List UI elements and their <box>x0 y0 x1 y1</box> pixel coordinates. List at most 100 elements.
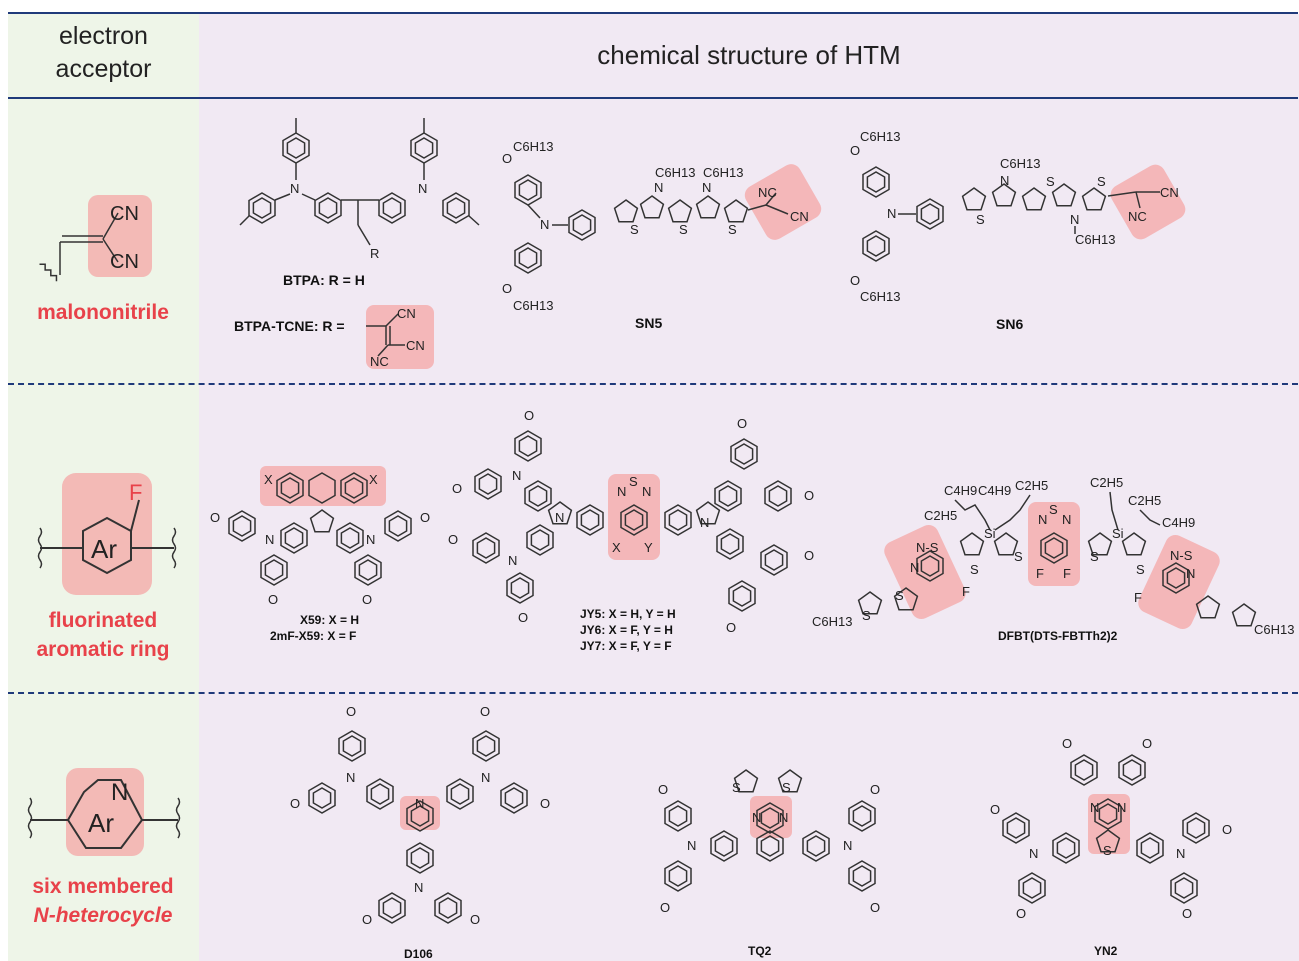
sn6-atom-cn: CN <box>1160 185 1179 200</box>
compound-d106: O N O N N O O N O O D106 <box>290 704 550 961</box>
sn6-atom-n2: N <box>1000 173 1009 188</box>
dfbt-atom-n-s-right: N-S <box>1170 548 1193 563</box>
d106-atom-n1: N <box>346 770 355 785</box>
d106-atom-o6: O <box>470 912 480 927</box>
fluorinated-atom-ar: Ar <box>91 534 117 564</box>
sn5-atom-cn: CN <box>790 209 809 224</box>
jy-atom-o5: O <box>737 416 747 431</box>
dfbt-atom-c6h13-1: C6H13 <box>812 614 852 629</box>
sn6-atom-o2: O <box>850 273 860 288</box>
dfbt-atom-si2: Si <box>1112 526 1124 541</box>
compound-jy: O N O N N O O N S N X Y N <box>448 408 814 653</box>
acceptor-header-line1: electron <box>59 22 148 50</box>
jy-atom-o3: O <box>448 532 458 547</box>
sn5-atom-c6h13-3: C6H13 <box>655 165 695 180</box>
btpa-tcne-nc: NC <box>370 354 389 369</box>
btpa-tcne-cn1: CN <box>397 306 416 321</box>
n-heterocycle-fragment: N Ar <box>27 768 181 856</box>
d106-atom-o3: O <box>480 704 490 719</box>
jy-atom-o4: O <box>518 610 528 625</box>
sn5-atom-c6h13-2: C6H13 <box>513 298 553 313</box>
jy-atom-s: S <box>629 474 638 489</box>
dfbt-atom-s4: S <box>1136 562 1145 577</box>
yn2-atom-n2: N <box>1117 800 1126 815</box>
tq2-atom-n3: N <box>687 838 696 853</box>
btpa-tcne-cn2: CN <box>406 338 425 353</box>
compound-yn2: O O N N S N N O O O O YN2 <box>990 736 1232 958</box>
dfbt-atom-s2: S <box>1014 549 1023 564</box>
dfbt-atom-si1: Si <box>984 526 996 541</box>
yn2-atom-o4: O <box>1016 906 1026 921</box>
dfbt-atom-s3: S <box>1090 549 1099 564</box>
sn6-atom-s3: S <box>1097 174 1106 189</box>
sn6-atom-nc: NC <box>1128 209 1147 224</box>
btpa-tcne-highlight <box>366 305 434 369</box>
dfbt-atom-n-left: N <box>910 560 919 575</box>
x59-atom-o1: O <box>210 510 220 525</box>
dfbt-atom-f3: F <box>962 584 970 599</box>
jy-atom-o6: O <box>804 488 814 503</box>
d106-atom-n2: N <box>481 770 490 785</box>
dfbt-atom-c2h5-2: C2H5 <box>924 508 957 523</box>
sn6-atom-n3: N <box>1070 212 1079 227</box>
x59-atom-o3: O <box>420 510 430 525</box>
acceptor-header: electron acceptor <box>8 20 199 86</box>
tq2-atom-n2: N <box>779 810 788 825</box>
sn6-atom-s2: S <box>1046 174 1055 189</box>
acceptor-label-fluorinated-line1: fluorinated <box>48 609 158 632</box>
sn5-atom-s3: S <box>728 222 737 237</box>
yn2-atom-n3: N <box>1029 846 1038 861</box>
dfbt-atom-c6h13-2: C6H13 <box>1254 622 1294 637</box>
d106-atom-n3: N <box>414 880 423 895</box>
jy-atom-n5: N <box>700 515 709 530</box>
yn2-atom-o5: O <box>1222 822 1232 837</box>
jy-atom-y: Y <box>644 540 653 555</box>
jy-highlight <box>608 474 660 560</box>
x59-atom-x1: X <box>264 472 273 487</box>
malononitrile-highlight <box>88 195 152 277</box>
dfbt-atom-f1: F <box>1036 566 1044 581</box>
jy6-name: JY6: X = F, Y = H <box>580 623 673 637</box>
sn5-atom-o1: O <box>502 151 512 166</box>
dfbt-atom-s-center: S <box>1049 502 1058 517</box>
sn5-highlight <box>744 164 822 240</box>
sn6-atom-c6h13-4: C6H13 <box>1075 232 1115 247</box>
sn6-atom-o1: O <box>850 143 860 158</box>
yn2-atom-o3: O <box>990 802 1000 817</box>
compound-tq2: S S N N N N O O O O TQ2 <box>658 769 880 958</box>
jy5-name: JY5: X = H, Y = H <box>580 607 676 621</box>
sn5-atom-o2: O <box>502 281 512 296</box>
yn2-atom-o2: O <box>1142 736 1152 751</box>
dfbt-atom-n-right: N <box>1186 566 1195 581</box>
d106-name: D106 <box>404 947 433 961</box>
yn2-atom-s: S <box>1103 843 1112 858</box>
x59-atom-n2: N <box>366 532 375 547</box>
tq2-atom-s1: S <box>732 780 741 795</box>
btpa-tcne-name: BTPA-TCNE: R = <box>234 318 345 334</box>
x59-2mf-name: 2mF-X59: X = F <box>270 629 356 643</box>
tq2-atom-o3: O <box>870 782 880 797</box>
dfbt-name: DFBT(DTS-FBTTh2)2 <box>998 629 1118 643</box>
n-heterocycle-atom-ar: Ar <box>88 808 114 838</box>
jy-atom-n2: N <box>555 510 564 525</box>
tq2-atom-o2: O <box>660 900 670 915</box>
d106-atom-o1: O <box>346 704 356 719</box>
dfbt-atom-f2: F <box>1063 566 1071 581</box>
sn6-atom-c6h13-3: C6H13 <box>1000 156 1040 171</box>
malononitrile-cn-bottom: CN <box>110 251 139 273</box>
yn2-atom-n1: N <box>1090 800 1099 815</box>
malononitrile-fragment: CN CN <box>39 195 152 282</box>
d106-atom-o4: O <box>540 796 550 811</box>
row-divider-1 <box>8 383 1298 385</box>
x59-atom-x2: X <box>369 472 378 487</box>
dfbt-atom-f4: F <box>1134 590 1142 605</box>
jy-atom-o2: O <box>452 481 462 496</box>
dfbt-atom-c4h9-2: C4H9 <box>978 483 1011 498</box>
n-heterocycle-atom-n: N <box>111 779 128 806</box>
compound-sn5: O C6H13 N O C6H13 N N C6H13 C6H13 S S S <box>502 139 822 331</box>
dfbt-atom-n-s: N <box>1038 512 1047 527</box>
dfbt-atom-c4h9-1: C4H9 <box>944 483 977 498</box>
dfbt-atom-s6: S <box>862 608 871 623</box>
tq2-atom-n1: N <box>752 810 761 825</box>
